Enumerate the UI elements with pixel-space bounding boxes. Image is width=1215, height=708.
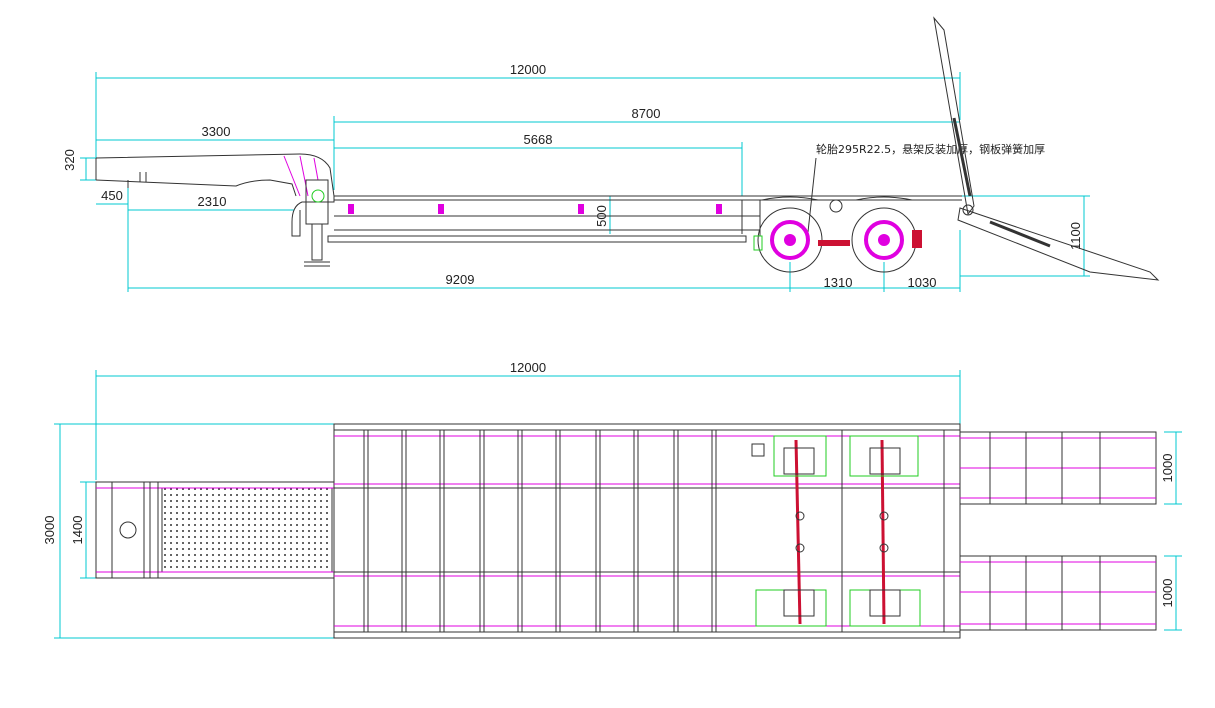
dim-rear-height: 1100 bbox=[1068, 222, 1083, 250]
bed-top bbox=[333, 423, 961, 639]
dim-gooseneck-height: 320 bbox=[62, 149, 77, 171]
dim-kingpin-to-leg: 2310 bbox=[198, 194, 227, 209]
dim-rear-overhang: 1030 bbox=[908, 275, 937, 290]
tire-note: 轮胎295R22.5，悬架反装加厚，钢板弹簧加厚 bbox=[816, 142, 1045, 156]
ramps-side bbox=[933, 16, 1160, 281]
dim-overall-length: 12000 bbox=[510, 62, 546, 77]
tire-top-3-icon bbox=[755, 589, 827, 627]
top-view: 12000 3000 1400 1000 1000 bbox=[42, 360, 1182, 639]
dim-axle-spacing: 1310 bbox=[824, 275, 853, 290]
top-dimension-lines bbox=[54, 370, 1182, 639]
gooseneck-top bbox=[95, 481, 335, 579]
dim-gooseneck-length: 3300 bbox=[202, 124, 231, 139]
ramps-top bbox=[959, 431, 1157, 631]
dim-top-overall-length: 12000 bbox=[510, 360, 546, 375]
dim-kingpin-to-axle: 9209 bbox=[446, 272, 475, 287]
kingpin-icon bbox=[119, 521, 137, 539]
dim-ramp-width-lower: 1000 bbox=[1160, 579, 1175, 608]
dim-platform-to-axle: 5668 bbox=[524, 132, 553, 147]
note-leader bbox=[807, 157, 817, 233]
axles-top bbox=[751, 435, 921, 627]
tire-top-1-icon bbox=[773, 435, 827, 477]
dim-ramp-width-upper: 1000 bbox=[1160, 454, 1175, 483]
wheels-side bbox=[753, 196, 922, 273]
gooseneck-accent bbox=[283, 155, 319, 197]
landing-leg bbox=[304, 179, 330, 267]
dim-gooseneck-width: 1400 bbox=[70, 516, 85, 545]
dim-overall-width: 3000 bbox=[42, 516, 57, 545]
cross-members bbox=[363, 430, 945, 632]
dim-bed-length: 8700 bbox=[632, 106, 661, 121]
tire-top-2-icon bbox=[849, 435, 919, 477]
bed-side-accent bbox=[348, 204, 722, 214]
side-view: 12000 8700 3300 5668 320 450 2310 9209 5… bbox=[62, 16, 1160, 292]
dim-front-overhang: 450 bbox=[101, 188, 123, 203]
side-dimension-lines bbox=[80, 72, 1090, 292]
